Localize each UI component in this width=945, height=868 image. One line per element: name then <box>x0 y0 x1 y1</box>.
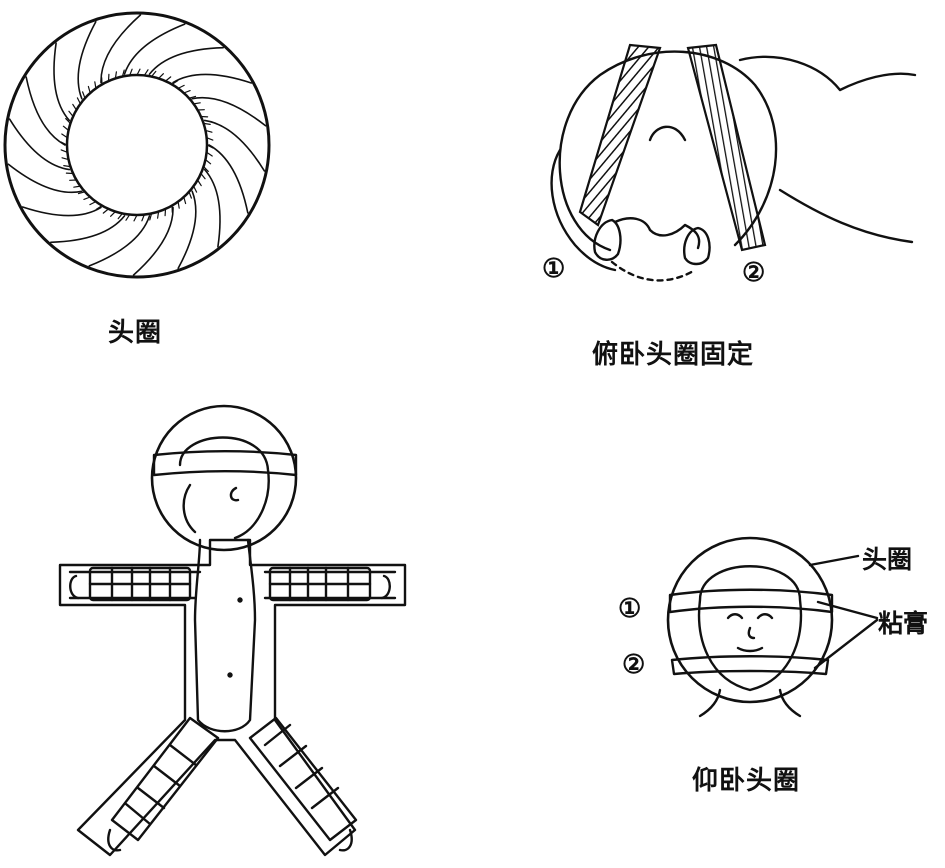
ring-inner-tick <box>141 214 145 222</box>
ring-swirl-line <box>172 73 253 84</box>
ring-inner-tick <box>177 84 185 90</box>
ring-inner-tick <box>65 117 72 125</box>
ring-swirl-line <box>123 23 186 75</box>
prone-head-drawing <box>550 43 917 282</box>
ring-inner-tick <box>60 149 69 153</box>
ring-inner-tick <box>151 70 157 78</box>
ring-inner-tick <box>206 151 213 157</box>
ring-inner-tick <box>102 208 110 214</box>
ring-inner-tick <box>183 89 191 94</box>
supine-ring-figure: ① ② 头圈 粘膏 仰卧头圈 <box>600 520 945 868</box>
ring-inner-tick <box>121 69 125 78</box>
ring-inner-tick <box>197 179 202 187</box>
ring-inner-tick <box>63 165 72 168</box>
ring-inner-tick <box>129 68 133 77</box>
ring-inner-tick <box>136 68 141 76</box>
ring-inner-tick <box>177 201 180 209</box>
ring-inner-tick <box>109 211 117 217</box>
ring-inner-tick <box>206 144 214 149</box>
ring-swirl-line <box>208 144 249 214</box>
ring-inner-tick <box>76 97 82 105</box>
ring-inner-tick <box>72 103 78 111</box>
ring-inner-tick <box>171 80 179 86</box>
prone-fixation-figure: ① ② 俯卧头圈固定 <box>520 0 945 380</box>
ring-inner-tick <box>149 212 153 221</box>
ring-inner-tick <box>61 157 70 161</box>
ring-inner-tick <box>157 211 160 219</box>
ring-swirl-line <box>148 46 224 75</box>
supine-callout-ring: 头圈 <box>862 545 913 574</box>
ring-inner-tick <box>204 159 212 165</box>
ring-swirl-line <box>203 168 221 248</box>
ring-inner-tick <box>117 212 124 220</box>
ring-inner-tick <box>68 110 74 118</box>
ring-swirl-line <box>191 96 267 127</box>
ring-inner-tick <box>60 141 68 146</box>
ring-swirl-line <box>100 14 142 84</box>
ring-swirl-line <box>8 118 71 171</box>
ring-inner-tick <box>77 191 86 195</box>
ring-inner-tick <box>62 125 70 131</box>
ring-inner-tick <box>164 76 172 82</box>
ring-swirl-line <box>53 42 71 122</box>
ring-inner-tick <box>73 185 82 188</box>
ring-inner-tick <box>143 69 149 77</box>
ring-inner-tick <box>89 201 97 206</box>
ring-inner-tick <box>125 214 131 221</box>
ring-inner-tick <box>61 133 69 139</box>
ring-swirl-line <box>7 163 83 194</box>
ring-inner-tick <box>204 129 213 133</box>
ring-swirl-line <box>21 206 102 217</box>
ring-swirl-line <box>177 190 197 270</box>
ring-inner-tick <box>183 196 187 205</box>
ring-swirl-line <box>50 215 126 244</box>
supine-callout-plaster: 粘膏 <box>878 609 929 638</box>
ring-inner-tick <box>114 71 118 80</box>
ring-swirl-line <box>132 206 174 276</box>
prone-marker-1: ① <box>542 254 566 284</box>
prone-fixation-caption: 俯卧头圈固定 <box>592 340 755 370</box>
head-ring-caption: 头圈 <box>108 318 163 348</box>
ring-swirl-line <box>77 20 97 100</box>
ring-inner-tick <box>200 172 206 180</box>
ring-inner-tick <box>203 166 209 172</box>
ring-inner-tick <box>133 214 138 222</box>
supine-marker-1: ① <box>618 594 642 624</box>
ring-inner-tick <box>188 191 192 199</box>
ring-swirl-line <box>203 119 266 172</box>
supine-marker-2: ② <box>622 650 646 680</box>
ring-swirl-line <box>88 215 151 267</box>
ring-inner-tick <box>193 102 201 105</box>
head-ring-figure: 头圈 <box>0 0 300 360</box>
ring-inner-tick <box>95 205 103 210</box>
ring-swirl-line <box>25 76 66 146</box>
ring-inner-tick <box>206 137 214 141</box>
supine-ring-caption: 仰卧头圈 <box>692 766 801 796</box>
supine-head-drawing <box>666 536 879 718</box>
ring-inner-tick <box>81 91 86 99</box>
body-frame-figure <box>50 400 420 868</box>
ring-inner-tick <box>158 73 164 80</box>
prone-marker-2: ② <box>742 258 766 288</box>
ring-inner-tick <box>203 122 211 126</box>
body-frame-drawing <box>58 404 407 857</box>
ring-inner-tick <box>193 185 198 193</box>
ring-inner-tick <box>94 81 97 90</box>
ring-inner-tick <box>188 95 197 99</box>
ring-inner-tick <box>83 196 91 200</box>
head-ring-drawing <box>3 11 271 279</box>
ring-inner-tick <box>87 85 91 94</box>
